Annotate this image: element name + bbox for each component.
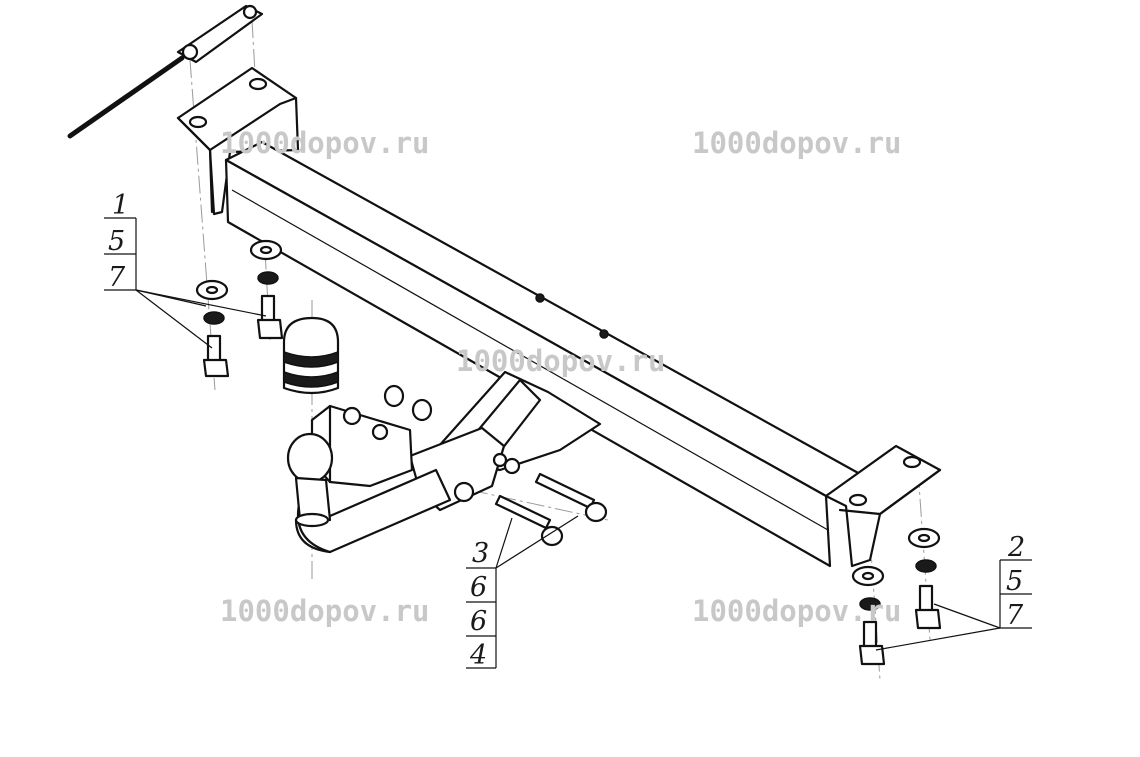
callout-middle-4: 4 xyxy=(469,640,487,671)
watermarks: 1000dopov.ru 1000dopov.ru 1000dopov.ru 1… xyxy=(220,126,902,628)
watermark-top-right: 1000dopov.ru xyxy=(692,126,902,160)
callout-left-3: 7 xyxy=(108,262,126,293)
ball-cover-cap xyxy=(282,316,340,395)
left-mounting-bracket xyxy=(176,66,300,216)
left-fasteners xyxy=(195,239,284,378)
callout-middle-3: 6 xyxy=(470,606,487,637)
watermark-center: 1000dopov.ru xyxy=(456,344,666,378)
center-bolts xyxy=(494,472,608,547)
callout-right-1: 2 xyxy=(1007,532,1025,563)
bracket-nuts xyxy=(383,384,433,422)
callout-right-3: 7 xyxy=(1006,600,1024,631)
callout-left-2: 5 xyxy=(108,226,125,257)
callout-right: 2 5 7 xyxy=(999,532,1032,631)
callout-middle: 3 6 6 4 xyxy=(466,538,497,671)
right-fasteners xyxy=(851,527,942,666)
watermark-bottom-right: 1000dopov.ru xyxy=(692,594,902,628)
wiring-harness xyxy=(67,4,264,139)
watermark-top-left: 1000dopov.ru xyxy=(220,126,430,160)
right-mounting-bracket xyxy=(824,444,942,568)
callout-left-1: 1 xyxy=(112,190,129,221)
watermark-bottom-left: 1000dopov.ru xyxy=(220,594,430,628)
callout-right-2: 5 xyxy=(1006,566,1023,597)
callout-middle-1: 3 xyxy=(472,538,489,569)
leader-lines xyxy=(104,289,1032,651)
callout-middle-2: 6 xyxy=(470,572,487,603)
callout-left: 1 5 7 xyxy=(104,190,137,293)
tow-ball-arm xyxy=(286,404,452,554)
